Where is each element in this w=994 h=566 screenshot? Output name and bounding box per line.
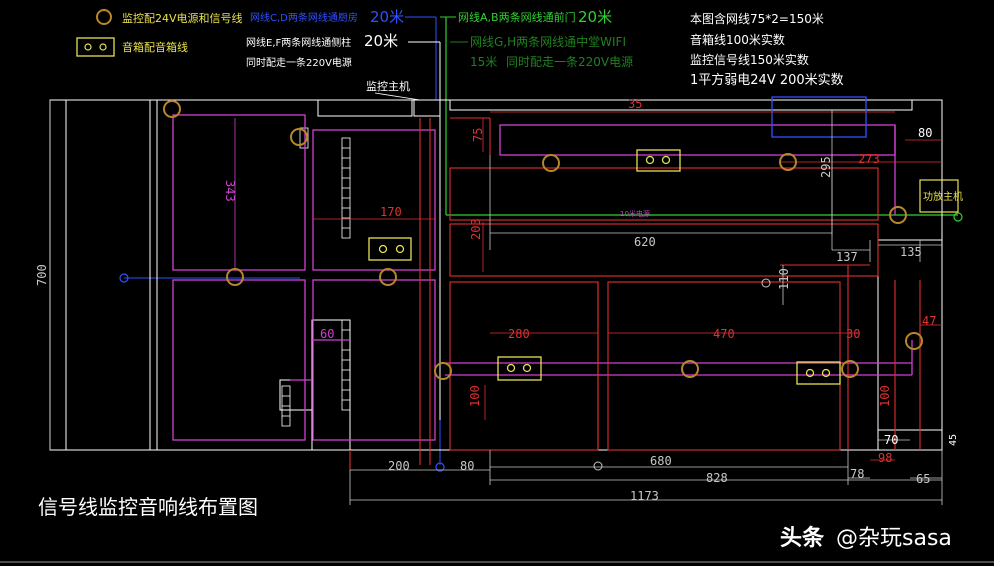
camera-icon (434, 362, 452, 380)
watermark-brand: 头条 (780, 525, 825, 551)
dim-200: 200 (388, 459, 410, 473)
walls (49, 99, 943, 451)
network-port-cd-icon (119, 273, 129, 283)
speaker-icon (497, 356, 542, 381)
camera-icon (226, 268, 244, 286)
dim-45: 45 (948, 434, 959, 446)
note-ab-len: 20米 (578, 8, 612, 26)
stair-details (281, 127, 351, 427)
dim-35: 35 (628, 97, 642, 111)
dim-98: 98 (878, 451, 892, 465)
speaker-icon (796, 361, 841, 385)
note-ef: 网线E,F两条网线通侧柱 (246, 36, 351, 49)
summary-line-3: 监控信号线150米实数 (690, 52, 809, 67)
dim-137: 137 (836, 250, 858, 264)
camera-icon (379, 268, 397, 286)
note-cd: 网线C,D两条网线通厨房 (250, 11, 358, 24)
dim-47: 47 (922, 314, 936, 328)
dim-620: 620 (634, 235, 656, 249)
camera-icon (542, 154, 560, 172)
dim-65: 65 (916, 472, 930, 486)
dim-343: 343 (223, 180, 237, 202)
note-gh: 网线G,H两条网线通中堂WIFI (470, 34, 626, 49)
network-port-ef-icon (435, 462, 445, 472)
drawing-title: 信号线监控音响线布置图 (38, 495, 258, 519)
summary-line-2: 音箱线100米实数 (690, 32, 785, 47)
cameras (163, 100, 923, 380)
dimension-labels: 35 75 80 273 295 343 170 203 620 137 135… (35, 97, 959, 503)
camera-icon (779, 153, 797, 171)
amp-host-box (919, 179, 959, 213)
note-gh-len: 15米 (470, 55, 497, 69)
camera-icon (889, 206, 907, 224)
dim-135: 135 (900, 245, 922, 259)
legend-speaker-label: 音箱配音箱线 (122, 40, 188, 54)
legend: 监控配24V电源和信号线 音箱配音箱线 (76, 9, 243, 57)
dimensions (49, 100, 943, 505)
summary-line-1: 本图含网线75*2=150米 (690, 11, 824, 26)
note-gh-power: 同时配走一条220V电源 (506, 55, 633, 69)
dim-470: 470 (713, 327, 735, 341)
dim-700: 700 (35, 264, 49, 286)
note-ef-len: 20米 (364, 32, 398, 50)
dim-80: 80 (918, 126, 932, 140)
speakers (368, 149, 841, 385)
amp-host: 功放主机 (919, 179, 963, 213)
dim-273: 273 (858, 152, 880, 166)
dim-75: 75 (471, 128, 485, 142)
watermark: 头条 @杂玩sasa (780, 525, 952, 551)
note-cd-len: 20米 (370, 8, 404, 26)
speaker-icon (368, 237, 412, 261)
dim-30: 30 (846, 327, 860, 341)
amp-host-label: 功放主机 (923, 190, 963, 203)
dim-80-bottom: 80 (460, 459, 474, 473)
camera-icon (681, 360, 699, 378)
dim-280: 280 (508, 327, 530, 341)
wifi-zone-box (771, 96, 867, 138)
material-summary: 本图含网线75*2=150米 音箱线100米实数 监控信号线150米实数 1平方… (690, 11, 844, 88)
monitor-host: 监控主机 (366, 79, 441, 117)
legend-camera-label: 监控配24V电源和信号线 (122, 11, 243, 25)
legend-speaker-ring-icon (99, 43, 107, 51)
dim-60: 60 (320, 327, 334, 341)
camera-icon (905, 332, 923, 350)
room-outlines (172, 114, 913, 441)
legend-speaker-icon (76, 37, 115, 57)
camera-icon (290, 128, 308, 146)
camera-icon (163, 100, 181, 118)
dim-170: 170 (380, 205, 402, 219)
dim-110: 110 (777, 268, 791, 290)
dim-680: 680 (650, 454, 672, 468)
monitor-host-label: 监控主机 (366, 79, 410, 93)
monitor-host-box (413, 99, 441, 117)
summary-line-4: 1平方弱电24V 200米实数 (690, 72, 844, 88)
small-power-label: 10米电源 (620, 209, 650, 218)
dim-203: 203 (469, 218, 483, 240)
note-ab: 网线A,B两条网线通前门 (458, 10, 576, 24)
camera-icon (841, 360, 859, 378)
legend-speaker-ring-icon (84, 43, 92, 51)
legend-camera-icon (96, 9, 112, 25)
dim-100-right: 100 (878, 385, 892, 407)
speaker-icon (636, 149, 681, 172)
junction-marker (593, 461, 603, 471)
dim-70: 70 (884, 433, 898, 447)
network-port-ab-icon (953, 212, 963, 222)
dim-100-left: 100 (468, 385, 482, 407)
dim-295: 295 (819, 156, 833, 178)
note-ef-power: 同时配走一条220V电源 (246, 56, 352, 69)
dim-828: 828 (706, 471, 728, 485)
junction-marker (761, 278, 771, 288)
dim-78: 78 (850, 467, 864, 481)
cable-notes: 网线C,D两条网线通厨房 20米 网线E,F两条网线通侧柱 20米 同时配走一条… (246, 8, 633, 69)
dim-1173: 1173 (630, 489, 659, 503)
watermark-handle: @杂玩sasa (836, 526, 952, 551)
